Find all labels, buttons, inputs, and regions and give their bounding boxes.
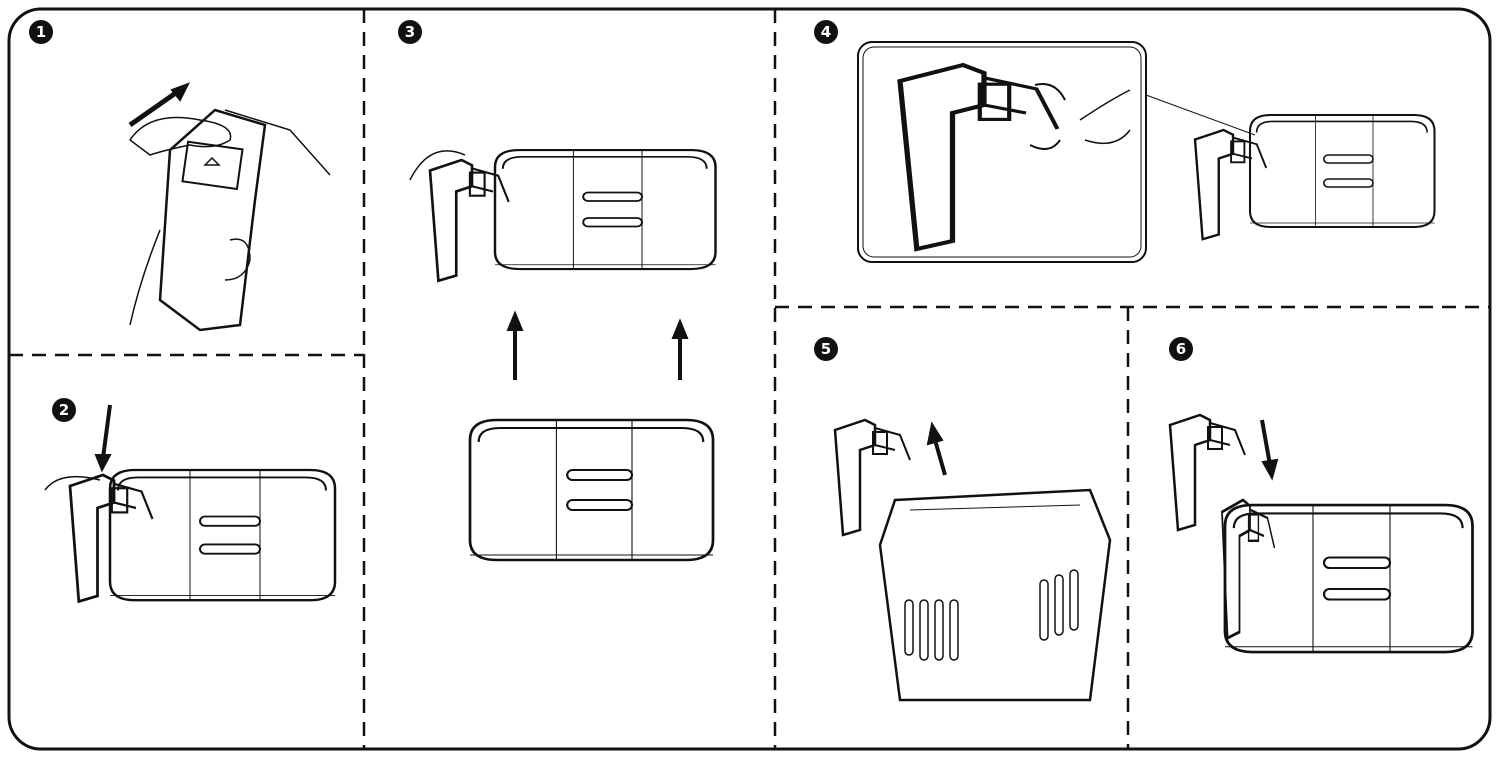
step-2-illustration: [44, 404, 337, 603]
detail-inset: [857, 41, 1147, 263]
step-number-1: 1: [29, 20, 53, 44]
step-5-illustration: [833, 418, 1112, 702]
step-number-3: 3: [398, 20, 422, 44]
outer-border: [7, 7, 1492, 751]
step-number-4: 4: [814, 20, 838, 44]
step-6-illustration: [1168, 413, 1474, 654]
step-number-5: 5: [814, 337, 838, 361]
step-3-illustration: [409, 148, 717, 562]
step-number-2: 2: [52, 398, 76, 422]
step-1-illustration: [128, 82, 331, 332]
panel-dividers: [9, 9, 1490, 749]
step-number-6: 6: [1169, 337, 1193, 361]
step-4-illustration: [857, 41, 1436, 263]
